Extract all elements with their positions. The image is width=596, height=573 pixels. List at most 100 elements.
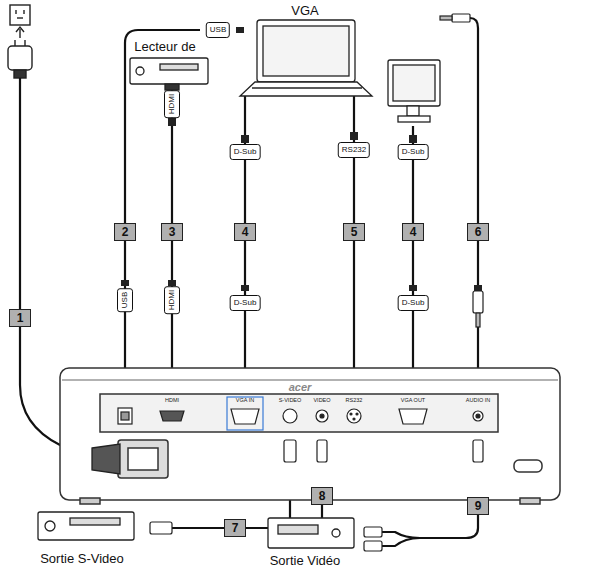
plug-label: HDMI — [164, 90, 180, 118]
panel-ports — [347, 409, 361, 423]
laptop — [263, 26, 349, 76]
audio-jack-top — [452, 14, 470, 22]
audio-jack-lower — [473, 291, 483, 327]
callout-number: 6 — [467, 223, 489, 241]
port-label: VGA IN — [235, 398, 255, 404]
plug-label: HDMI — [164, 286, 180, 314]
projector-body — [118, 440, 168, 478]
port-label: AUDIO IN — [465, 398, 491, 404]
vcr — [278, 525, 318, 534]
panel-ports — [121, 412, 129, 420]
lower-plugs — [150, 522, 172, 534]
monitor — [388, 60, 440, 106]
panel-ports — [350, 413, 352, 415]
power-outlet-symbol — [10, 5, 30, 25]
panel-ports — [118, 408, 132, 424]
audio-jack-top — [440, 14, 470, 22]
panel-ports — [283, 409, 297, 423]
cables — [470, 18, 478, 410]
lower-plugs — [473, 440, 483, 462]
panel-ports — [476, 414, 480, 418]
lower-plugs — [284, 440, 296, 462]
callout-number: 5 — [343, 223, 365, 241]
callout-number: 7 — [224, 519, 246, 537]
callout-number: 1 — [9, 309, 31, 327]
brand-logo: acer — [289, 382, 312, 393]
device-caption: Sortie S-Video — [40, 552, 124, 565]
projector-body — [100, 394, 498, 432]
panel-ports — [353, 418, 355, 420]
dvd-player-top — [165, 84, 179, 90]
vcr — [332, 529, 340, 537]
callout-number: 3 — [161, 223, 183, 241]
device-caption: Lecteur de — [134, 40, 195, 53]
plug-label: D-Sub — [230, 144, 261, 160]
plug-necks — [168, 118, 176, 126]
plug-label: D-Sub — [230, 295, 261, 311]
vcr — [268, 518, 354, 548]
panel-ports — [320, 414, 324, 418]
plug-label: D-Sub — [398, 295, 429, 311]
power-outlet-symbol — [19, 29, 20, 38]
panel-ports — [227, 397, 263, 430]
power-outlet-symbol — [17, 17, 23, 18]
device-caption: Sortie Vidéo — [270, 554, 341, 567]
power-plug — [14, 70, 26, 78]
plug-necks — [121, 280, 129, 286]
projector-body — [128, 448, 158, 470]
power-outlet-symbol — [16, 27, 24, 32]
dvd-player-top — [136, 67, 144, 75]
plug-necks — [241, 285, 249, 291]
panel-ports — [316, 410, 328, 422]
dvd-player-bottom — [70, 518, 120, 525]
callout-number: 8 — [311, 487, 333, 505]
power-outlet-symbol — [15, 10, 16, 14]
monitor — [393, 65, 435, 101]
panel-ports — [160, 411, 184, 421]
projector-body — [60, 368, 560, 504]
lower-plugs — [364, 541, 382, 551]
port-label: VIDEO — [312, 398, 331, 404]
device-caption: VGA — [291, 4, 318, 17]
plug-label: USB — [206, 22, 230, 38]
dvd-player-top — [130, 58, 208, 90]
callout-number: 4 — [234, 223, 256, 241]
power-connector — [92, 444, 120, 474]
power-plug — [8, 46, 32, 70]
power-connector — [92, 444, 120, 474]
lower-plugs — [317, 440, 327, 462]
port-label: RS232 — [345, 398, 364, 404]
cables — [382, 538, 420, 546]
cables — [125, 30, 200, 408]
laptop — [257, 20, 355, 82]
panel-ports — [231, 409, 259, 424]
projector-body — [520, 498, 540, 504]
callout-number: 4 — [402, 223, 424, 241]
projector-body — [80, 498, 100, 504]
monitor — [407, 106, 419, 116]
panel-ports — [473, 411, 483, 421]
audio-jack-lower — [473, 291, 483, 313]
lower-plugs — [364, 527, 382, 537]
port-label: VGA OUT — [400, 398, 426, 404]
laptop — [252, 87, 362, 88]
cables — [412, 126, 414, 406]
plug-necks — [409, 135, 417, 143]
dvd-player-bottom — [38, 512, 134, 540]
plug-necks — [474, 285, 482, 291]
dvd-player-top — [160, 64, 198, 70]
dvd-player-bottom — [45, 521, 55, 531]
plug-necks — [241, 135, 249, 143]
plug-necks — [350, 132, 358, 140]
plug-label: USB — [117, 288, 133, 312]
power-outlet-symbol — [23, 10, 24, 14]
lower-plugs — [150, 440, 483, 551]
monitor — [388, 60, 440, 122]
vcr — [268, 518, 354, 548]
port-label: S-VIDEO — [278, 398, 303, 404]
plug-necks — [236, 27, 244, 33]
power-plug — [8, 40, 32, 78]
power-plug — [24, 40, 25, 46]
plug-necks — [409, 285, 417, 291]
